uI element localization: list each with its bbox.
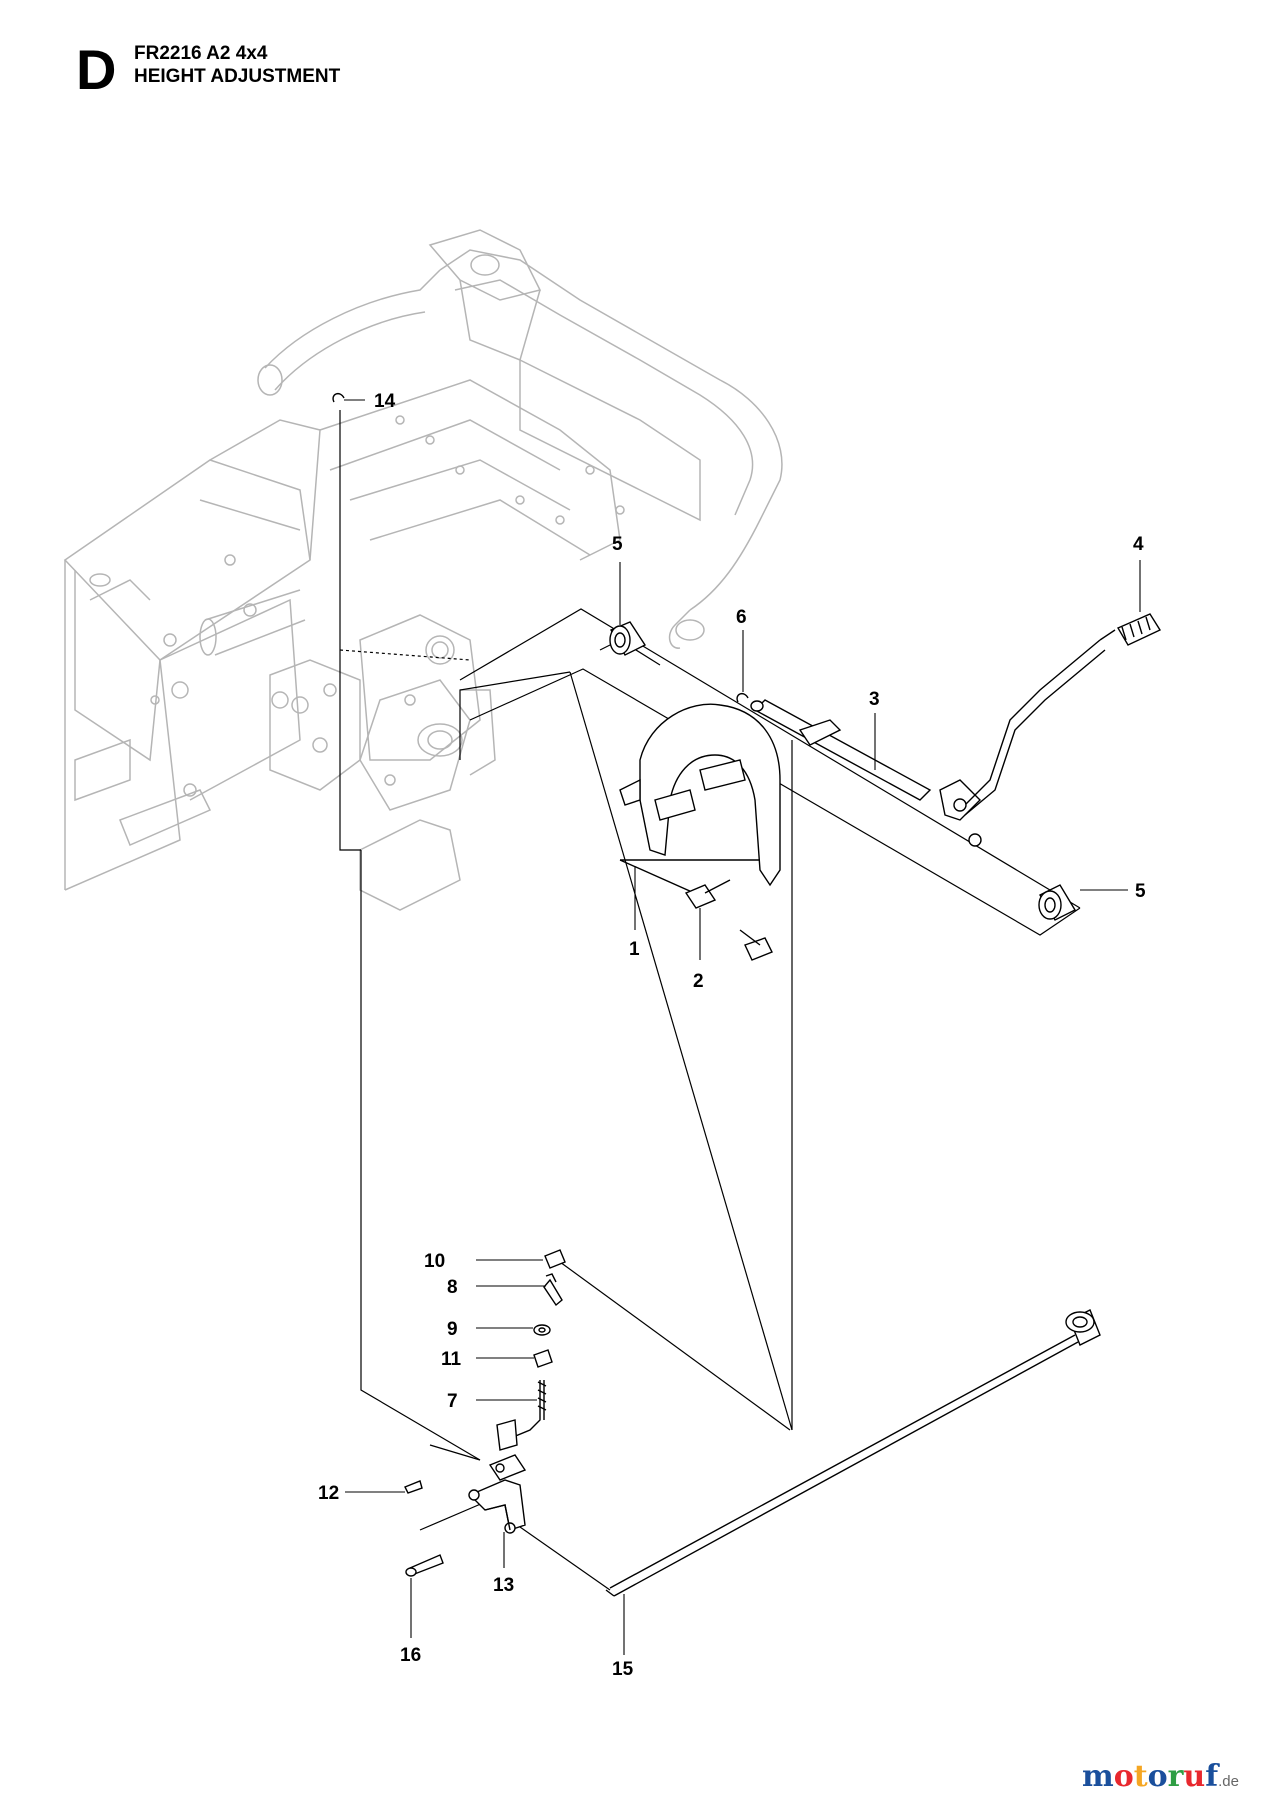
callout-1: 1 — [629, 939, 640, 960]
callout-10: 10 — [424, 1251, 445, 1272]
callout-6: 6 — [736, 607, 747, 628]
callout-11: 11 — [441, 1349, 462, 1370]
brand-letters: motoruf — [1082, 1759, 1218, 1794]
parts-12-16-pins — [404, 1480, 444, 1577]
brand-letter: u — [1183, 1759, 1206, 1794]
part-2-bolts — [684, 879, 773, 961]
callout-14: 14 — [374, 391, 396, 412]
callout-7: 7 — [447, 1391, 458, 1412]
brand-watermark: motoruf.de — [1082, 1759, 1239, 1794]
part-1-height-bracket — [619, 703, 781, 901]
brand-letter: o — [1113, 1759, 1134, 1794]
part-3-lever-shaft — [750, 629, 1116, 847]
title-block: FR2216 A2 4x4 HEIGHT ADJUSTMENT — [134, 42, 340, 88]
brand-suffix: .de — [1218, 1773, 1239, 1790]
callout-2: 2 — [693, 971, 704, 992]
diagram-subtitle: HEIGHT ADJUSTMENT — [134, 66, 341, 87]
parts-7-11-bolt-stack — [496, 1249, 566, 1451]
callout-4: 4 — [1133, 534, 1144, 555]
leader-lines — [344, 399, 1141, 1655]
part-14-clip — [332, 392, 345, 403]
callout-3: 3 — [869, 689, 880, 710]
callout-9: 9 — [447, 1319, 458, 1340]
brand-letter: o — [1147, 1759, 1168, 1794]
callout-5-top: 5 — [612, 534, 623, 555]
part-4-grip — [1116, 613, 1162, 646]
part-6-clip — [736, 692, 749, 703]
callout-8: 8 — [447, 1277, 458, 1298]
part-13-bracket — [468, 1454, 527, 1534]
part-15-rod — [605, 1309, 1101, 1597]
brand-letter: m — [1081, 1759, 1114, 1794]
model-title: FR2216 A2 4x4 — [134, 43, 268, 64]
brand-letter: f — [1205, 1759, 1219, 1794]
section-letter: D — [76, 38, 117, 101]
brand-letter: r — [1167, 1759, 1184, 1794]
callout-13: 13 — [493, 1575, 514, 1596]
callout-15: 15 — [612, 1659, 634, 1680]
callout-labels: 14 5 4 6 3 5 1 2 10 8 9 11 7 12 13 16 15 — [318, 391, 1146, 1680]
brand-letter: t — [1133, 1759, 1148, 1794]
callout-12: 12 — [318, 1483, 339, 1504]
part-5-bushings — [609, 621, 1076, 921]
chassis-frame — [63, 229, 783, 911]
assembly-lines — [339, 410, 1081, 1591]
callout-16: 16 — [400, 1645, 421, 1666]
callout-5-right: 5 — [1135, 881, 1146, 902]
